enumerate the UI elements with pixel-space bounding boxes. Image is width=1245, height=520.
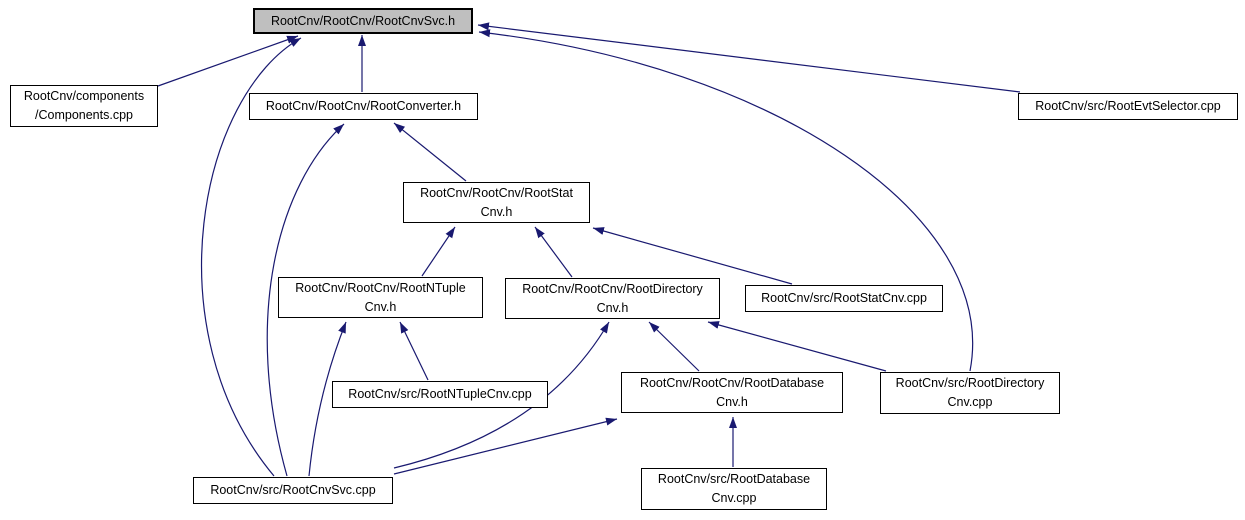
node-label-line: RootCnv/src/RootStatCnv.cpp [761, 291, 927, 305]
include-edge-rootcnvsvc-cpp-to-rootconverter-h [266, 123, 345, 477]
node-label-line: RootCnv/RootCnv/RootDirectory [522, 281, 703, 296]
include-edge-rootcnvsvc-cpp-to-rootntuplecnv-h [308, 321, 347, 477]
include-edge-rootstatcnv-h-to-rootconverter-h [393, 122, 467, 182]
graph-node-rootconverter-h[interactable]: RootCnv/RootCnv/RootConverter.h [249, 93, 478, 120]
node-label-line: /Components.cpp [35, 108, 133, 122]
node-label-line: RootCnv/RootCnv/RootDatabase [639, 375, 825, 390]
include-edge-rootevtselector-cpp-to-rootcnvsvc-h [477, 22, 1021, 93]
node-label-line: RootCnv/components [23, 89, 145, 103]
graph-node-rootcnvsvc-h[interactable]: RootCnv/RootCnv/RootCnvSvc.h [253, 8, 473, 34]
node-label-line: RootCnv/src/RootCnvSvc.cpp [210, 483, 376, 497]
node-label-line: RootCnv/src/RootEvtSelector.cpp [1035, 99, 1221, 113]
graph-node-rootntuplecnv-cpp[interactable]: RootCnv/src/RootNTupleCnv.cpp [332, 381, 548, 408]
graph-node-rootevtselector-cpp[interactable]: RootCnv/src/RootEvtSelector.cpp [1018, 93, 1238, 120]
graph-node-components-cpp[interactable]: RootCnv/components/Components.cpp [10, 85, 158, 127]
include-edge-rootdirectorycnv-h-to-rootstatcnv-h [534, 226, 573, 278]
node-label-line: RootCnv/src/RootNTupleCnv.cpp [348, 387, 532, 401]
node-label-line: Cnv.h [480, 204, 513, 219]
include-edge-rootcnvsvc-cpp-to-rootdirectorycnv-h [393, 321, 610, 469]
include-edge-components-cpp-to-rootcnvsvc-h [157, 35, 299, 87]
node-label-line: RootCnv/RootCnv/RootNTuple [295, 280, 466, 295]
graph-node-rootcnvsvc-cpp[interactable]: RootCnv/src/RootCnvSvc.cpp [193, 477, 393, 504]
node-label-line: Cnv.h [596, 300, 629, 315]
include-edge-rootstatcnv-cpp-to-rootstatcnv-h [592, 227, 793, 285]
include-edge-rootdirectorycnv-cpp-to-rootdirectorycnv-h [707, 321, 887, 372]
node-label-line: Cnv.h [364, 299, 397, 314]
node-label-line: RootCnv/src/RootDatabase [657, 472, 811, 486]
node-label-line: RootCnv/RootCnv/RootStat [420, 185, 573, 200]
include-edge-rootntuplecnv-h-to-rootstatcnv-h [421, 226, 456, 277]
include-edge-rootcnvsvc-cpp-to-rootdatabasecnv-h [393, 417, 618, 475]
node-label-line: Cnv.cpp [947, 395, 993, 409]
node-label-line: Cnv.h [716, 394, 748, 409]
include-edge-rootcnvsvc-cpp-to-rootcnvsvc-h [200, 37, 302, 477]
edge-group [157, 22, 1021, 477]
include-edge-rootdirectorycnv-cpp-to-rootcnvsvc-h [478, 29, 974, 372]
include-edge-rootdatabasecnv-h-to-rootdirectorycnv-h [648, 321, 700, 372]
node-label-line: RootCnv/RootCnv/RootConverter.h [265, 99, 462, 113]
node-label-line: RootCnv/src/RootDirectory [895, 376, 1045, 390]
node-label-line: Cnv.cpp [711, 491, 757, 505]
node-label-line: RootCnv/RootCnv/RootCnvSvc.h [270, 13, 456, 28]
graph-node-rootstatcnv-cpp[interactable]: RootCnv/src/RootStatCnv.cpp [745, 285, 943, 312]
include-edge-rootntuplecnv-cpp-to-rootntuplecnv-h [399, 321, 429, 381]
